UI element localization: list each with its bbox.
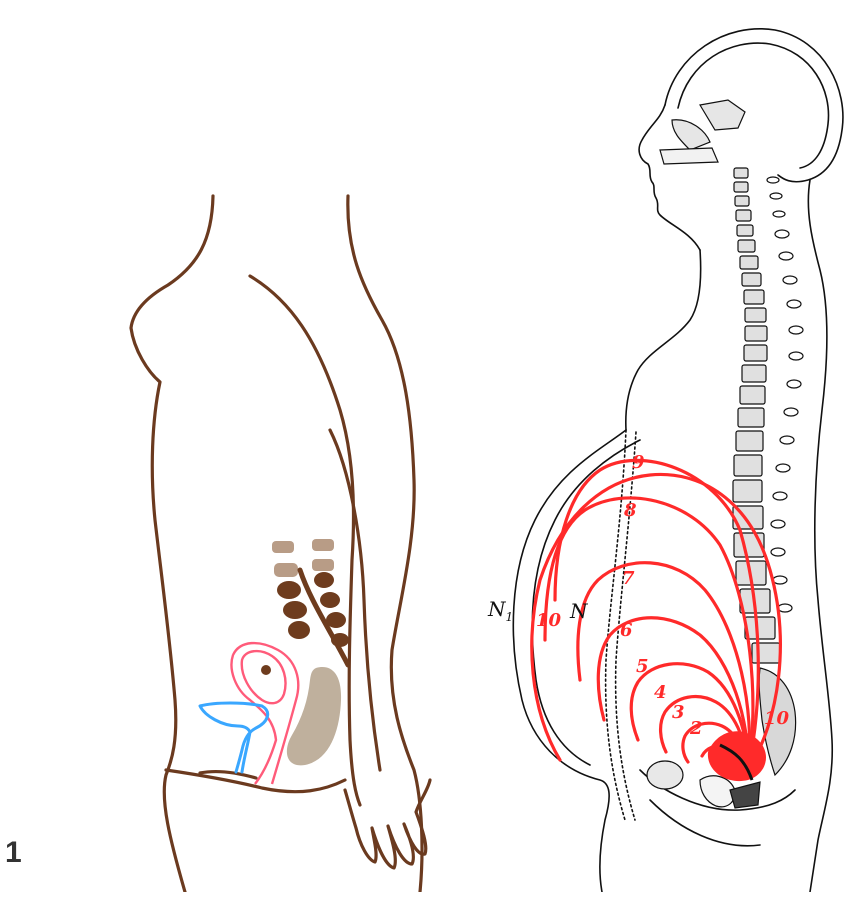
spinous-process xyxy=(771,548,785,556)
vertebra xyxy=(740,386,765,404)
fundus-label-10-front: 10 xyxy=(536,610,562,631)
fundus-label-6: 6 xyxy=(620,620,633,641)
perineum xyxy=(730,782,760,808)
spinous-process xyxy=(771,520,785,528)
pubic-bone xyxy=(647,761,683,789)
vertebra xyxy=(274,563,298,577)
vertebra xyxy=(314,572,334,588)
vertebra xyxy=(283,601,307,619)
fundus-label-3: 3 xyxy=(672,702,685,723)
left-uterus xyxy=(232,643,299,784)
vertebra xyxy=(312,539,334,551)
hip-contour xyxy=(166,770,345,792)
spinous-process xyxy=(787,300,801,308)
spinous-process xyxy=(784,408,798,416)
vertebra xyxy=(745,326,767,341)
vertebra xyxy=(733,480,762,502)
vertebra xyxy=(735,196,749,206)
spinous-process xyxy=(767,177,779,183)
vertebra xyxy=(734,168,748,178)
neck-front xyxy=(626,250,701,430)
vertebra xyxy=(736,210,751,221)
front-body-contour xyxy=(131,196,213,892)
spinous-process xyxy=(779,252,793,260)
vertebra xyxy=(738,408,764,427)
vertebra xyxy=(734,455,762,476)
facial-bone xyxy=(700,100,745,130)
uterus-inner xyxy=(242,651,286,703)
vertebra xyxy=(752,643,780,663)
vertebra xyxy=(736,431,763,451)
bladder xyxy=(200,703,268,772)
spinous-process xyxy=(778,604,792,612)
fundus-label-8: 8 xyxy=(623,500,637,521)
facial-bone xyxy=(660,148,718,164)
vertebra xyxy=(745,617,775,639)
panel-number: 1 xyxy=(5,838,22,868)
vertebra xyxy=(272,541,294,553)
vertebra xyxy=(738,240,755,252)
fundus-label-5: 5 xyxy=(636,656,649,677)
right-skeleton xyxy=(647,100,803,808)
spinous-process xyxy=(773,211,785,217)
navel-label-n: N xyxy=(569,599,589,623)
fundus-label-10-back: 10 xyxy=(764,708,790,729)
navel-label-n1-sub: 1 xyxy=(506,610,514,624)
vertebra xyxy=(740,256,758,269)
pelvic-organ xyxy=(700,776,735,807)
vertebra xyxy=(744,345,767,361)
navel-label-n1-main: N xyxy=(487,597,507,621)
uterus-fundus-dot xyxy=(261,665,271,675)
facial-bone xyxy=(672,120,710,150)
spinous-process xyxy=(776,464,790,472)
rectum xyxy=(287,667,341,765)
vertebra xyxy=(742,365,766,382)
spinous-process xyxy=(783,276,797,284)
spinous-process xyxy=(773,576,787,584)
spinous-process xyxy=(780,436,794,444)
fundus-curve-month-8 xyxy=(545,498,753,770)
fundus-label-2: 2 xyxy=(689,718,703,739)
vertebra xyxy=(320,592,340,608)
vertebra xyxy=(744,290,764,304)
vertebra xyxy=(288,621,310,639)
spinous-process xyxy=(789,352,803,360)
vertebra xyxy=(745,308,766,322)
fundus-label-7: 7 xyxy=(622,568,635,589)
back-contour xyxy=(808,180,832,892)
vertebra xyxy=(734,182,748,192)
spinous-process xyxy=(787,380,801,388)
vertebra xyxy=(737,225,753,236)
fundus-label-4: 4 xyxy=(654,682,667,703)
spinous-processes xyxy=(767,177,803,612)
spinous-process xyxy=(775,230,789,238)
vertebra xyxy=(312,559,334,571)
spinous-process xyxy=(770,193,782,199)
navel-label-n1: N1 xyxy=(487,597,513,624)
spinous-process xyxy=(789,326,803,334)
vertebra xyxy=(742,273,761,286)
left-spine xyxy=(272,539,349,665)
fundus-label-9: 9 xyxy=(632,452,645,473)
spinous-process xyxy=(773,492,787,500)
vertebra xyxy=(277,581,301,599)
